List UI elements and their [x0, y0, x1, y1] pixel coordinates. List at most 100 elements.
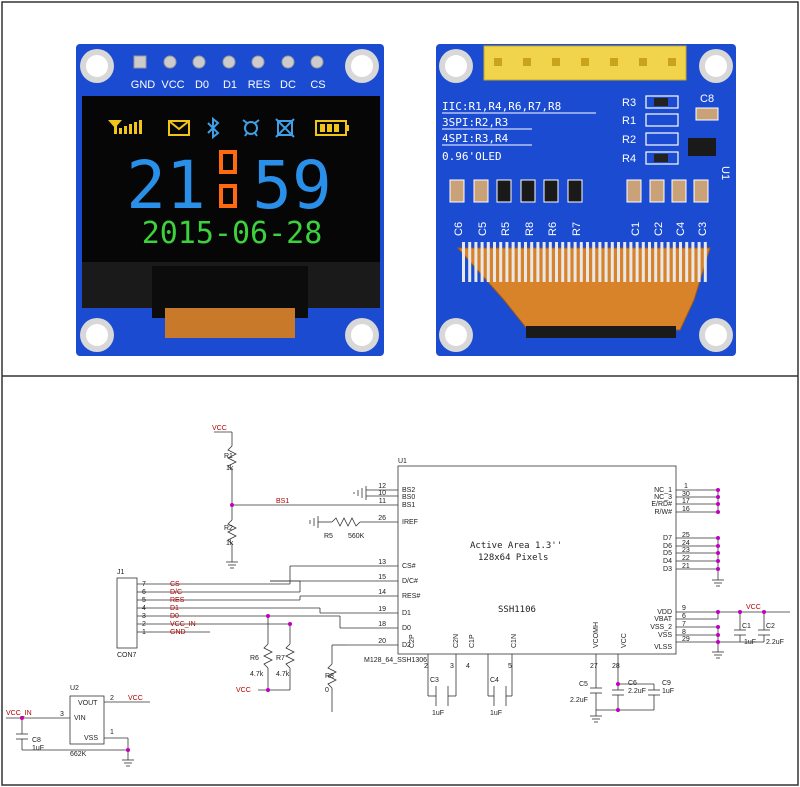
flex-finger — [660, 242, 664, 282]
pin-label-dc: DC — [280, 79, 296, 91]
u1-pin-vbat: VBAT — [654, 616, 672, 623]
c2-value: 2.2uF — [766, 639, 784, 646]
u2-wiring — [6, 701, 150, 760]
back-label-c4: C4 — [675, 222, 687, 236]
u1-pin-nc1: NC_1 — [654, 487, 672, 494]
flex-finger — [586, 242, 589, 282]
flex-finger — [679, 242, 682, 282]
r7-junction — [288, 622, 292, 626]
r1-value: 1k — [226, 465, 234, 472]
u1-footprint: M128_64_SSH1306 — [364, 657, 427, 664]
r6-value: 4.7k — [250, 671, 264, 678]
flex-finger — [548, 242, 552, 282]
alarm-off-icon — [275, 118, 295, 138]
u1-pin17-num: 17 — [682, 498, 690, 505]
flex-finger — [505, 242, 509, 282]
flex-finger — [672, 242, 676, 282]
j1-box — [116, 577, 138, 649]
flex-finger — [462, 242, 465, 282]
back-label-c2: C2 — [653, 222, 665, 236]
back-resistor-r3 — [654, 98, 668, 106]
j1-pin3-name: D0 — [170, 613, 179, 620]
flex-finger — [635, 242, 639, 282]
r8-value: 0 — [325, 687, 329, 694]
flex-finger — [555, 242, 558, 282]
flex-finger — [530, 242, 534, 282]
r2-ground-icon — [226, 561, 238, 569]
u1-pin7-num: 7 — [682, 621, 686, 628]
net-junction — [716, 625, 720, 629]
flex-finger — [542, 242, 546, 282]
u1-pin-vdd: VDD — [657, 609, 672, 616]
c6-junction — [616, 682, 620, 686]
bottom-ground-icon — [590, 715, 602, 723]
u1-pin4-num: 4 — [466, 663, 470, 670]
u1-pin21-num: 21 — [682, 563, 690, 570]
r5-ref: R5 — [324, 533, 333, 540]
u1-pin16-num: 16 — [682, 506, 690, 513]
r1-r2-column — [214, 431, 237, 562]
u1-pin10-num: 10 — [378, 490, 386, 497]
bs1-junction — [230, 503, 234, 507]
net-junction — [762, 610, 766, 614]
flex-finger — [517, 242, 521, 282]
r5-value: 560K — [348, 533, 365, 540]
j1-pin6-name: D/C — [170, 589, 182, 596]
u1-pin24-num: 24 — [682, 540, 690, 547]
flex-finger — [617, 242, 620, 282]
flex-finger — [573, 242, 577, 282]
flex-finger — [691, 242, 695, 282]
back-label-r3: R3 — [622, 97, 636, 109]
u1-pin19-name: D1 — [402, 610, 411, 617]
j1-pin1-num: 1 — [142, 629, 146, 636]
bs1-net-label: BS1 — [276, 498, 289, 505]
net-junction — [738, 610, 742, 614]
u1-pin15-num: 15 — [378, 574, 386, 581]
u2-vin-junction — [20, 716, 24, 720]
u1-pin27-num: 27 — [590, 663, 598, 670]
u1-pin-c2p: C2P — [409, 634, 416, 648]
back-label-r7: R7 — [571, 222, 583, 236]
u1-pin-vlss: VLSS — [654, 644, 672, 651]
flex-finger — [561, 242, 565, 282]
u1-pin25-num: 25 — [682, 532, 690, 539]
u1-pin-vcc: VCC — [621, 633, 628, 648]
c5-ref: C5 — [579, 681, 588, 688]
u1-pin12-name: BS2 — [402, 487, 415, 494]
j1-pin4-num: 4 — [142, 605, 146, 612]
u1-bottom-wiring — [427, 654, 660, 716]
flex-finger — [567, 242, 571, 282]
flex-finger — [493, 242, 496, 282]
u1-box — [397, 465, 677, 655]
r2-value: 1k — [226, 540, 234, 547]
r5-resistor — [331, 517, 361, 527]
u1-pin11-name: BS1 — [402, 502, 415, 509]
flex-finger — [654, 242, 658, 282]
c8-value: 1uF — [32, 745, 44, 752]
u1-pin20-num: 20 — [378, 638, 386, 645]
u1-pin-d3: D3 — [663, 566, 672, 573]
u1-pin2-num: 2 — [424, 663, 428, 670]
u1-pin10-name: BS0 — [402, 494, 415, 501]
j1-pin4-name: D1 — [170, 605, 179, 612]
oled-front-module: GND VCC D0 D1 RES DC CS — [76, 44, 384, 356]
r6-ref: R6 — [250, 655, 259, 662]
back-info-4spi: 4SPI:R3,R4 — [442, 132, 509, 145]
j1-pin2-name: VCC_IN — [170, 621, 196, 628]
u1-right-wiring — [676, 489, 790, 652]
u1-pin20-name: D2 — [402, 642, 411, 649]
u2-pin-vout: VOUT — [78, 700, 98, 707]
j1-wires — [137, 566, 341, 633]
u1-pin-d5: D5 — [663, 550, 672, 557]
u1-pin-c1p: C1P — [469, 634, 476, 648]
net-junction — [716, 633, 720, 637]
flex-finger — [648, 242, 651, 282]
r6-bottom-junction — [266, 688, 270, 692]
back-label-u1: U1 — [719, 166, 731, 180]
c8-ref: C8 — [32, 737, 41, 744]
net-junction — [716, 640, 720, 644]
u1-pin-nc3: NC_3 — [654, 494, 672, 501]
back-label-c6: C6 — [453, 222, 465, 236]
u1-pin3-num: 3 — [450, 663, 454, 670]
bs-ground-icon — [353, 486, 367, 500]
